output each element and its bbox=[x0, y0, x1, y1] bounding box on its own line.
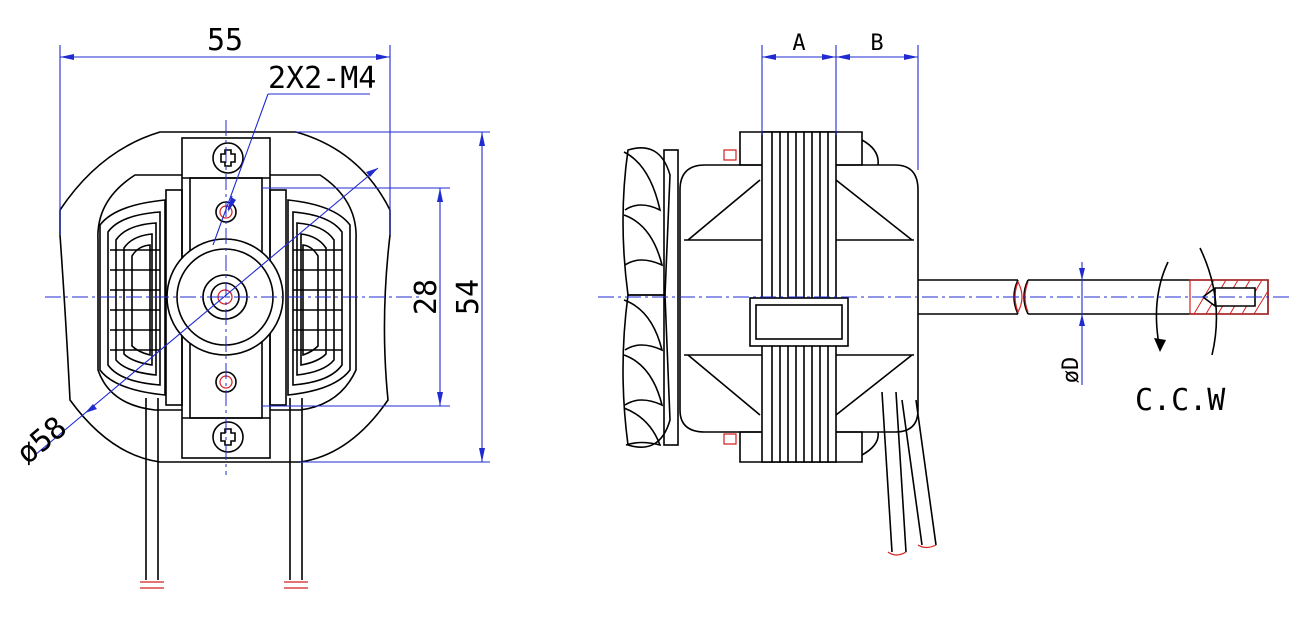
dimension-28 bbox=[262, 187, 450, 407]
dimension-55 bbox=[59, 45, 391, 235]
left-coil bbox=[99, 199, 166, 396]
diameter-dimension-label: ø58 bbox=[10, 410, 74, 472]
dimension-diameter-58 bbox=[34, 167, 379, 456]
rotation-arrow-icon bbox=[1154, 247, 1218, 356]
dimension-54 bbox=[296, 131, 490, 463]
hole-callout-label: 2X2-M4 bbox=[268, 61, 376, 96]
front-housing-inner bbox=[97, 174, 357, 411]
stack-a-label: A bbox=[792, 31, 805, 56]
right-coil bbox=[287, 199, 351, 396]
stack-b-label: B bbox=[870, 31, 883, 56]
bottom-screw-icon bbox=[212, 421, 244, 453]
front-housing-outline bbox=[59, 131, 391, 463]
dimension-a-b bbox=[761, 45, 919, 170]
top-screw-icon bbox=[212, 142, 244, 174]
width-dimension-label: 55 bbox=[207, 23, 243, 58]
side-lead-wires bbox=[881, 391, 937, 556]
side-view: C.C.W A B øD bbox=[598, 31, 1290, 556]
front-lead-wires bbox=[140, 398, 308, 589]
height-dimension-label: 54 bbox=[451, 279, 486, 315]
front-view: 55 2X2-M4 28 54 bbox=[10, 23, 490, 589]
inner-dimension-label: 28 bbox=[409, 279, 444, 315]
shaft-diameter-label: øD bbox=[1059, 357, 1084, 384]
hole-callout-leader bbox=[212, 93, 370, 246]
dimension-shaft-diameter bbox=[1079, 262, 1085, 385]
rotation-direction-label: C.C.W bbox=[1135, 383, 1226, 418]
